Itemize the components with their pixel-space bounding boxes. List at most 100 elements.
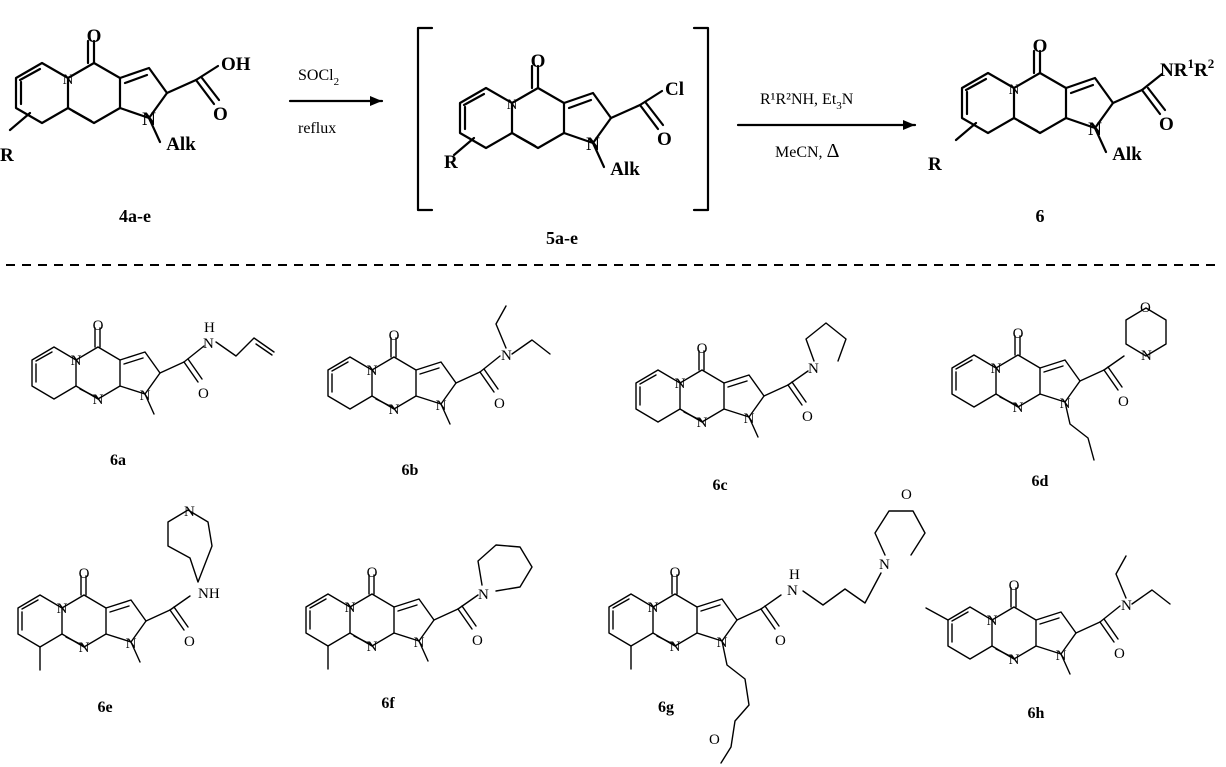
atom-N: N <box>367 639 378 655</box>
atom-N: N <box>697 415 708 431</box>
atom-H: H <box>204 320 215 336</box>
atom-N: N <box>675 376 686 392</box>
atom-O: O <box>1009 578 1020 594</box>
compound-label-6f: 6f <box>381 695 395 712</box>
atom-N: N <box>71 353 82 369</box>
atom-N: N <box>1009 82 1020 98</box>
atom-NH: NH <box>198 586 220 602</box>
atom-O: O <box>213 104 228 125</box>
atom-N: N <box>57 601 68 617</box>
atom-O: O <box>472 633 483 649</box>
condition-reflux: reflux <box>298 120 336 137</box>
compound-label-6e: 6e <box>97 699 112 716</box>
atom-N: N <box>1141 348 1152 364</box>
atom-N: N <box>389 402 400 418</box>
start-material-4a-e: O OH O N N Alk R <box>0 26 251 166</box>
atom-O: O <box>389 328 400 344</box>
atom-O: O <box>901 487 912 503</box>
atom-N: N <box>126 636 137 652</box>
atom-N: N <box>670 639 681 655</box>
atom-O: O <box>1013 326 1024 342</box>
atom-N: N <box>808 361 819 377</box>
atom-N: N <box>991 361 1002 377</box>
atom-N: N <box>367 363 378 379</box>
atom-N: N <box>1013 400 1024 416</box>
atom-N: N <box>478 587 489 603</box>
atom-R: R <box>0 145 14 166</box>
compound-label-6g: 6g <box>658 699 674 716</box>
atom-N: N <box>501 348 512 364</box>
atom-NR1R2: NR1R2 <box>1160 56 1214 81</box>
compound-label-6d: 6d <box>1032 473 1049 490</box>
product-6: O NR1R2 O N N Alk R <box>928 36 1214 175</box>
atom-N: N <box>63 72 74 88</box>
atom-N: N <box>1088 119 1102 140</box>
atom-R: R <box>444 152 458 173</box>
atom-N: N <box>1009 652 1020 668</box>
atom-O: O <box>87 26 102 47</box>
atom-Cl: Cl <box>665 79 684 100</box>
reaction-arrow-1: SOCl2 reflux <box>288 67 384 137</box>
atom-N: N <box>648 600 659 616</box>
compound-label-6b: 6b <box>402 462 419 479</box>
atom-N: N <box>1121 598 1132 614</box>
atom-O: O <box>1033 36 1048 57</box>
atom-N: N <box>987 613 998 629</box>
atom-N: N <box>345 600 356 616</box>
intermediate-brackets <box>416 26 710 212</box>
reagent-socl2: SOCl2 <box>298 67 339 88</box>
atom-N: N <box>787 583 798 599</box>
atom-O: O <box>670 565 681 581</box>
atom-O: O <box>775 633 786 649</box>
compound-6b: O N N N N O <box>327 305 551 425</box>
condition-mecn-heat: MeCN, Δ <box>775 140 840 162</box>
atom-O: O <box>1114 646 1125 662</box>
atom-N: N <box>142 109 156 130</box>
atom-N: N <box>414 635 425 651</box>
atom-O: O <box>198 386 209 402</box>
atom-N: N <box>879 557 890 573</box>
atom-O: O <box>1118 394 1129 410</box>
atom-H: H <box>789 567 800 583</box>
compound-label-6: 6 <box>1036 206 1045 226</box>
compound-label-5a-e: 5a-e <box>546 228 578 248</box>
atom-OH: OH <box>221 54 251 75</box>
compound-6g: O N N N H N N O O O <box>608 487 926 764</box>
reaction-arrow-2: R¹R²NH, Et3N MeCN, Δ <box>736 91 917 162</box>
compound-6h: O N N N N O <box>925 555 1171 675</box>
compound-6d: O N N N N O O <box>951 300 1167 461</box>
compound-label-4a-e: 4a-e <box>119 206 151 226</box>
atom-N: N <box>140 388 151 404</box>
atom-O: O <box>1140 300 1151 316</box>
atom-R: R <box>928 154 942 175</box>
atom-O: O <box>802 409 813 425</box>
atom-N: N <box>1056 648 1067 664</box>
atom-O: O <box>697 341 708 357</box>
atom-Alk: Alk <box>610 159 640 180</box>
atom-N: N <box>744 411 755 427</box>
atom-Alk: Alk <box>166 134 196 155</box>
atom-O: O <box>79 566 90 582</box>
atom-N: N <box>203 336 214 352</box>
atom-N: N <box>79 640 90 656</box>
atom-O: O <box>1159 114 1174 135</box>
intermediate-5a-e: O Cl O N N Alk R <box>444 51 684 180</box>
atom-O: O <box>657 129 672 150</box>
compound-6a: O N N N H N O <box>31 318 275 415</box>
atom-N: N <box>507 97 518 113</box>
atom-Alk: Alk <box>1112 144 1142 165</box>
atom-O: O <box>184 634 195 650</box>
atom-N: N <box>436 398 447 414</box>
compound-label-6c: 6c <box>712 477 727 494</box>
atom-N: N <box>93 392 104 408</box>
atom-O: O <box>709 732 720 748</box>
atom-O: O <box>494 396 505 412</box>
compound-6e: O N N N NH N O <box>17 504 220 671</box>
atom-O: O <box>531 51 546 72</box>
reagent-amine-et3n: R¹R²NH, Et3N <box>760 91 854 112</box>
atom-O: O <box>367 565 378 581</box>
atom-N: N <box>184 504 195 520</box>
compound-label-6a: 6a <box>110 452 126 469</box>
atom-N: N <box>586 134 600 155</box>
